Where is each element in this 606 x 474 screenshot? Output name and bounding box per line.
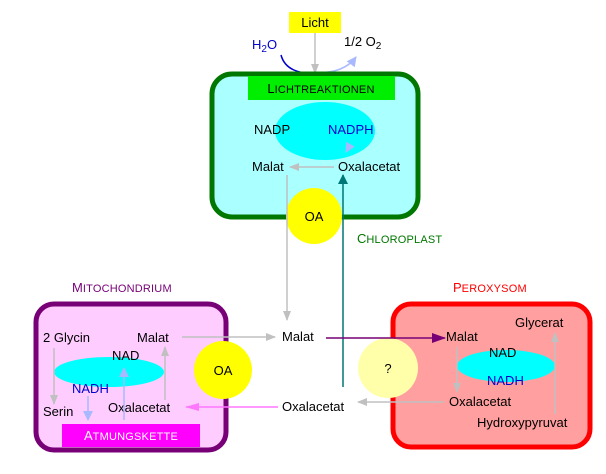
chloroplast-title: CHLOROPLAST <box>357 231 442 246</box>
mito-transporter-label: OA <box>214 363 233 378</box>
perox-nad-ellipse <box>457 350 555 382</box>
lichtreaktionen-label: LICHTREAKTIONEN <box>267 81 374 96</box>
water-split-arrow <box>280 54 316 74</box>
mito-serin-label: Serin <box>43 404 73 419</box>
mito-oxalacetat-label: Oxalacetat <box>108 400 171 415</box>
mito-nad-ellipse <box>54 357 164 387</box>
mito-oa-transporter <box>194 341 252 399</box>
perox-glycerat-label: Glycerat <box>515 315 564 330</box>
chloroplast-oa-transporter <box>286 188 342 244</box>
chloroplast-nadph-label: NADPH <box>328 122 374 137</box>
cytosol-oxalacetat-label: Oxalacetat <box>282 399 345 414</box>
water-label: H2O <box>252 37 277 55</box>
mito-nadh-label: NADH <box>72 381 109 396</box>
light-label-box: Licht <box>289 12 341 33</box>
chloroplast-transporter-label: OA <box>305 209 324 224</box>
perox-unknown-transporter <box>358 338 418 398</box>
light-label: Licht <box>301 15 329 30</box>
chloroplast-malat-label: Malat <box>252 159 284 174</box>
chloroplast-nadp-label: NADP <box>254 122 290 137</box>
perox-nadh-label: NADH <box>487 373 524 388</box>
mito-nad-label: NAD <box>112 348 139 363</box>
perox-nad-label: NAD <box>489 345 516 360</box>
perox-transporter-label: ? <box>384 361 391 376</box>
light-box <box>289 12 341 33</box>
mito-glycin-label: 2 Glycin <box>43 330 90 345</box>
mito-malat-label: Malat <box>137 330 169 345</box>
chloroplast-oxalacetat-label: Oxalacetat <box>338 159 401 174</box>
oxygen-release-arrow <box>314 56 357 74</box>
atmungskette-label: ATMUNGSKETTE <box>84 428 178 443</box>
lichtreaktionen-box <box>248 76 395 100</box>
perox-malat-label: Malat <box>446 329 478 344</box>
cytosol-malat-label: Malat <box>282 329 314 344</box>
perox-oxalacetat-label: Oxalacetat <box>449 394 512 409</box>
perox-hydroxypyruvat-label: Hydroxypyruvat <box>477 415 568 430</box>
nadph-arrow <box>345 141 355 153</box>
oxygen-label: 1/2 O2 <box>344 34 382 52</box>
atmungskette-box <box>62 424 200 447</box>
peroxisome-title: PEROXYSOM <box>453 280 527 295</box>
mitochondrion-title: MITOCHONDRIUM <box>72 280 172 295</box>
